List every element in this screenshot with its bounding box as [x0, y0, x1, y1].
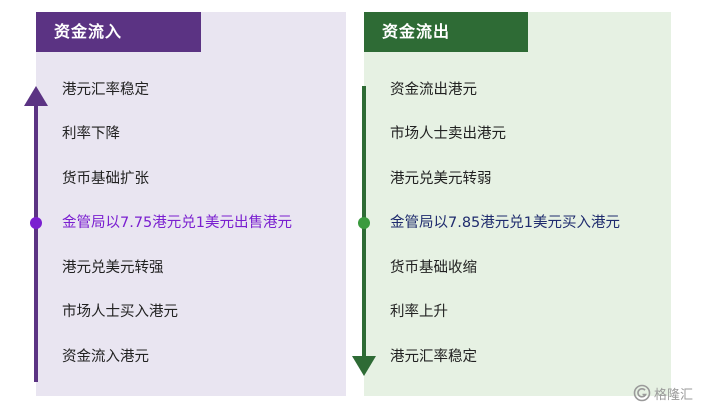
inflow-arrow-up-icon	[24, 86, 48, 106]
inflow-panel: 资金流入 港元汇率稳定 利率下降 货币基础扩张 金管局以7.75港元兑1美元出售…	[24, 12, 346, 396]
inflow-item: 利率下降	[62, 126, 120, 142]
outflow-item: 利率上升	[390, 304, 448, 320]
inflow-title: 资金流入	[36, 12, 201, 52]
watermark: 格隆汇	[633, 383, 693, 403]
outflow-title: 资金流出	[364, 12, 528, 52]
outflow-item-highlight: 金管局以7.85港元兑1美元买入港元	[390, 215, 621, 231]
inflow-item: 港元汇率稳定	[62, 82, 149, 98]
outflow-item: 港元汇率稳定	[390, 349, 477, 365]
outflow-item: 港元兑美元转弱	[390, 171, 492, 187]
outflow-item: 货币基础收缩	[390, 260, 477, 276]
outflow-item: 资金流出港元	[390, 82, 477, 98]
inflow-marker-dot-icon	[30, 217, 42, 229]
inflow-item: 港元兑美元转强	[62, 260, 164, 276]
gelonghui-logo-icon	[633, 384, 651, 402]
outflow-arrow-down-icon	[352, 356, 376, 376]
outflow-marker-dot-icon	[358, 217, 370, 229]
outflow-panel: 资金流出 资金流出港元 市场人士卖出港元 港元兑美元转弱 金管局以7.85港元兑…	[352, 12, 671, 396]
inflow-item: 资金流入港元	[62, 349, 149, 365]
inflow-arrow-line	[34, 104, 38, 382]
watermark-text: 格隆汇	[653, 387, 693, 403]
inflow-item-highlight: 金管局以7.75港元兑1美元出售港元	[62, 215, 293, 231]
outflow-item: 市场人士卖出港元	[390, 126, 506, 142]
inflow-item: 市场人士买入港元	[62, 304, 178, 320]
inflow-item: 货币基础扩张	[62, 171, 149, 187]
